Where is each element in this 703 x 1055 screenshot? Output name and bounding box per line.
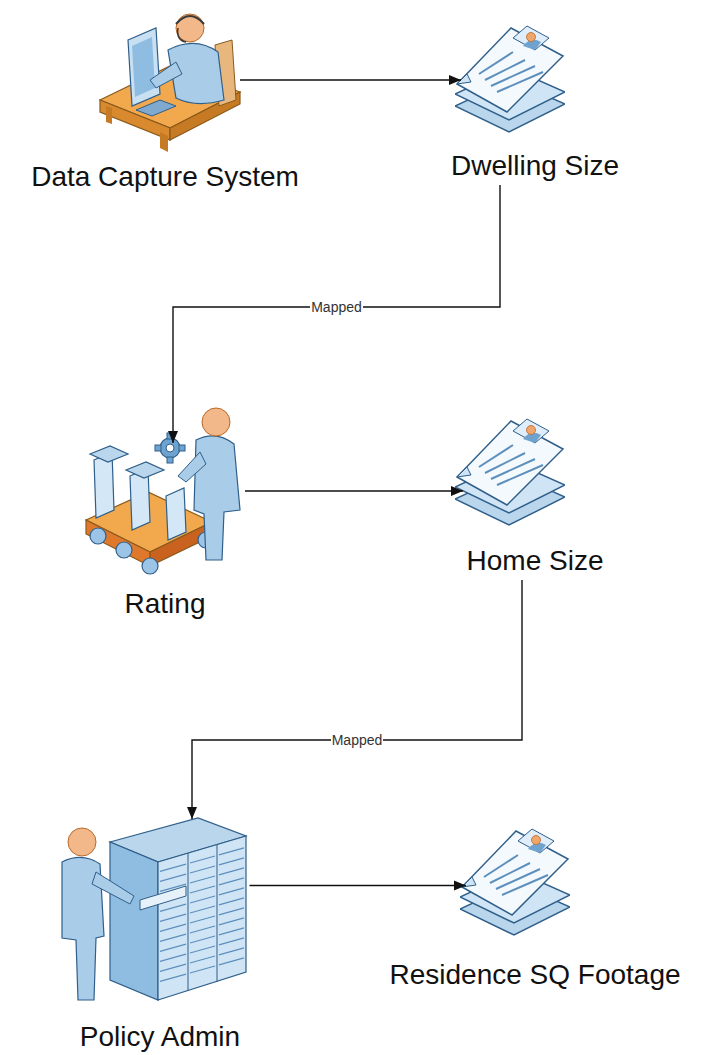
arrowhead (449, 75, 461, 85)
document-icon (460, 829, 570, 935)
connector-line (245, 490, 463, 491)
document-icon (455, 419, 565, 525)
conveyor-icon (86, 408, 240, 574)
icon-node: Dwelling Size (455, 22, 565, 181)
node-label: Rating (125, 589, 206, 619)
arrowhead (454, 881, 466, 891)
connector (240, 75, 461, 85)
workstation-icon (100, 14, 240, 152)
connector-line (240, 79, 461, 80)
connector (168, 185, 500, 443)
node-label: Policy Admin (80, 1022, 240, 1052)
icon-node: Residence SQ Footage (460, 825, 570, 990)
node-label: Residence SQ Footage (389, 960, 680, 990)
icon-node: Policy Admin (55, 815, 250, 1052)
connector-line (250, 885, 467, 886)
node-label: Dwelling Size (451, 151, 619, 181)
icon-node: Data Capture System (90, 8, 240, 192)
node-label: Home Size (467, 546, 604, 576)
connector (187, 580, 522, 819)
arrowhead (168, 431, 178, 443)
edge-label: Mapped (331, 732, 384, 748)
connector (245, 486, 463, 496)
arrowhead (451, 486, 463, 496)
connector-line (192, 580, 522, 819)
server-rack-icon (62, 818, 246, 1000)
icon-node: Home Size (455, 415, 565, 576)
connector (250, 881, 467, 891)
document-icon (455, 26, 565, 132)
edge-label: Mapped (310, 299, 363, 315)
node-label: Data Capture System (31, 162, 299, 192)
icon-node: Rating (85, 405, 245, 619)
connector-line (173, 185, 500, 443)
arrowhead (187, 807, 197, 819)
